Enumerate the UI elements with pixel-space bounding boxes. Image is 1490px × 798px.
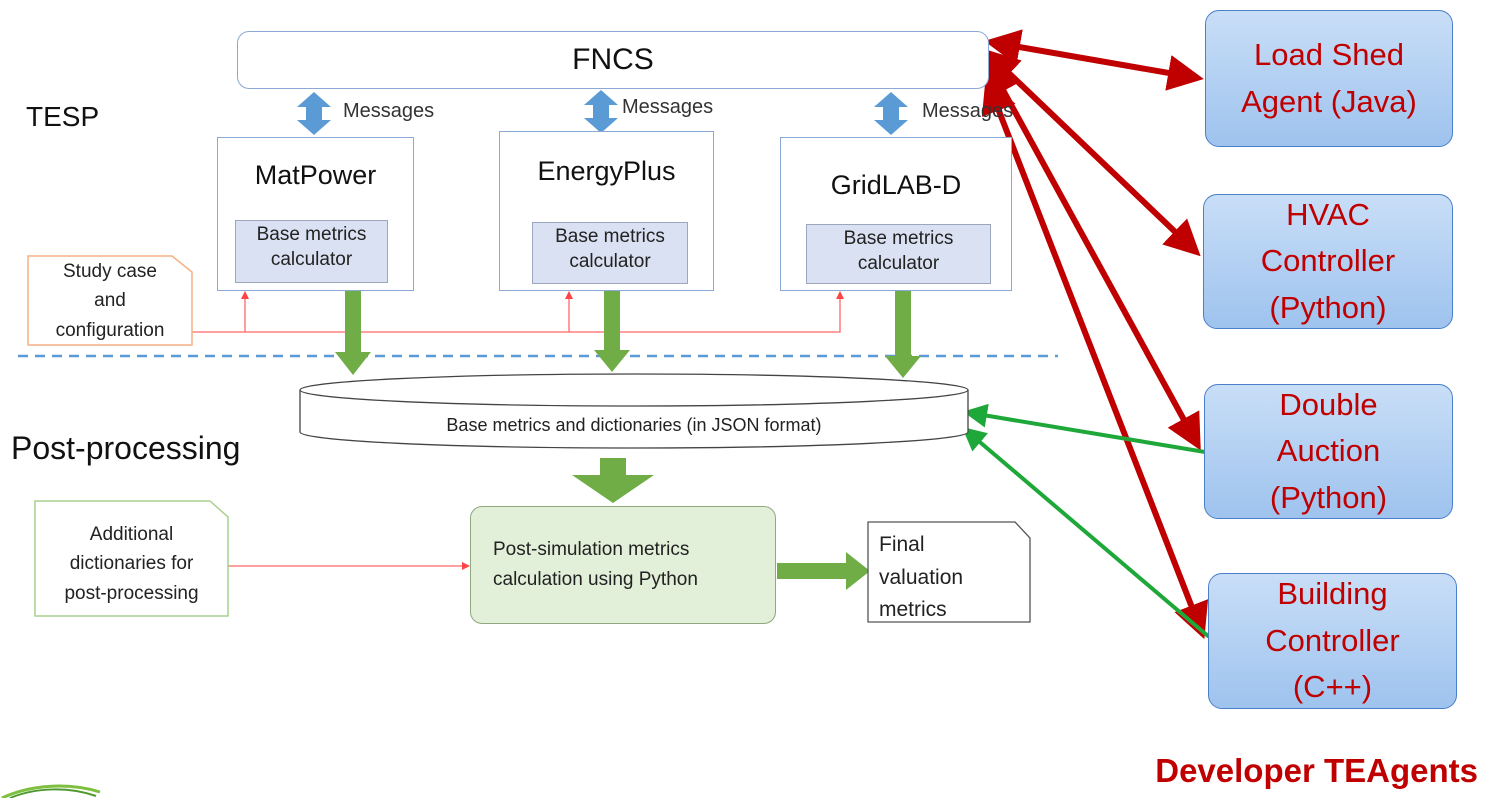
final-line-2: valuation	[879, 565, 964, 589]
logo-arc-icon	[1, 784, 101, 798]
agent-line-1: Load Shed	[1254, 37, 1404, 72]
tesp-section-label: TESP	[26, 101, 100, 132]
additional-line-2: dictionaries for	[69, 553, 194, 575]
fncs-links	[981, 29, 1209, 640]
additional-line-1: Additional	[89, 524, 174, 545]
additional-dictionaries-note: Additional dictionaries for post-process…	[35, 520, 228, 608]
study-case-line-1: Study case	[63, 261, 157, 282]
final-metrics-note: Final valuation metrics	[879, 529, 963, 627]
fncs-box: FNCS	[237, 31, 989, 89]
agent-line-1: HVAC	[1286, 196, 1370, 232]
additional-dict-shape	[34, 500, 229, 617]
study-case-line-3: configuration	[55, 319, 165, 341]
agent-line-2: Controller	[1265, 622, 1400, 658]
messages-label-matpower: Messages	[343, 100, 435, 122]
agent-line-3: (Python)	[1269, 289, 1387, 325]
building-controller-box: Building Controller (C++)	[1208, 573, 1457, 709]
agent-line-1: Building	[1277, 576, 1388, 612]
agent-line-3: (C++)	[1292, 669, 1373, 705]
additional-line-3: post-processing	[64, 582, 199, 604]
matpower-calculator: Base metrics calculator	[235, 220, 388, 283]
message-arrows	[297, 90, 908, 135]
energyplus-title: EnergyPlus	[537, 156, 676, 186]
matpower-title: MatPower	[254, 160, 377, 190]
calculator-line-2: calculator	[270, 248, 353, 270]
developer-teagents-caption: Developer TEAgents	[1155, 752, 1478, 789]
study-case-note: Study case and configuration	[30, 257, 190, 345]
fncs-label: FNCS	[572, 43, 654, 76]
energyplus-box: EnergyPlus Base metrics calculator	[499, 131, 714, 291]
study-case-line-2: and	[94, 290, 126, 312]
load-shed-agent-box: Load Shed Agent (Java)	[1205, 10, 1453, 147]
config-lines	[192, 291, 844, 570]
agent-line-2: Agent (Java)	[1241, 83, 1417, 119]
agent-line-3: (Python)	[1269, 479, 1388, 515]
agent-line-2: Controller	[1260, 243, 1396, 279]
database-cylinder	[299, 373, 969, 449]
agent-line-1: Double	[1279, 386, 1378, 422]
final-line-1: Final	[879, 533, 925, 556]
calculator-line-1: Base metrics	[843, 228, 954, 249]
database-label: Base metrics and dictionaries (in JSON f…	[446, 414, 822, 435]
study-case-shape	[27, 255, 193, 346]
post-processing-section-label: Post-processing	[11, 430, 241, 466]
calculator-line-2: calculator	[857, 252, 940, 274]
post-calc-line-1: Post-simulation metrics	[493, 539, 690, 560]
calculator-line-1: Base metrics	[555, 226, 665, 247]
messages-label-gridlabd: Messages	[922, 100, 1014, 122]
messages-label-energyplus: Messages	[622, 96, 714, 118]
calculator-line-2: calculator	[569, 250, 651, 272]
market-links	[961, 403, 1210, 638]
post-simulation-box: Post-simulation metrics calculation usin…	[470, 506, 776, 624]
hvac-controller-box: HVAC Controller (Python)	[1203, 194, 1453, 329]
final-metrics-shape	[867, 521, 1031, 623]
post-calc-line-2: calculation using Python	[493, 569, 698, 591]
calculator-line-1: Base metrics	[256, 224, 367, 245]
gridlabd-box: GridLAB-D Base metrics calculator	[780, 137, 1012, 291]
gridlabd-title: GridLAB-D	[830, 170, 962, 200]
data-flow-arrows	[335, 290, 921, 590]
double-auction-box: Double Auction (Python)	[1204, 384, 1453, 519]
matpower-box: MatPower Base metrics calculator	[217, 137, 414, 291]
gridlabd-calculator: Base metrics calculator	[806, 224, 991, 284]
final-line-3: metrics	[879, 598, 947, 622]
agent-line-2: Auction	[1276, 433, 1381, 469]
energyplus-calculator: Base metrics calculator	[532, 222, 688, 284]
